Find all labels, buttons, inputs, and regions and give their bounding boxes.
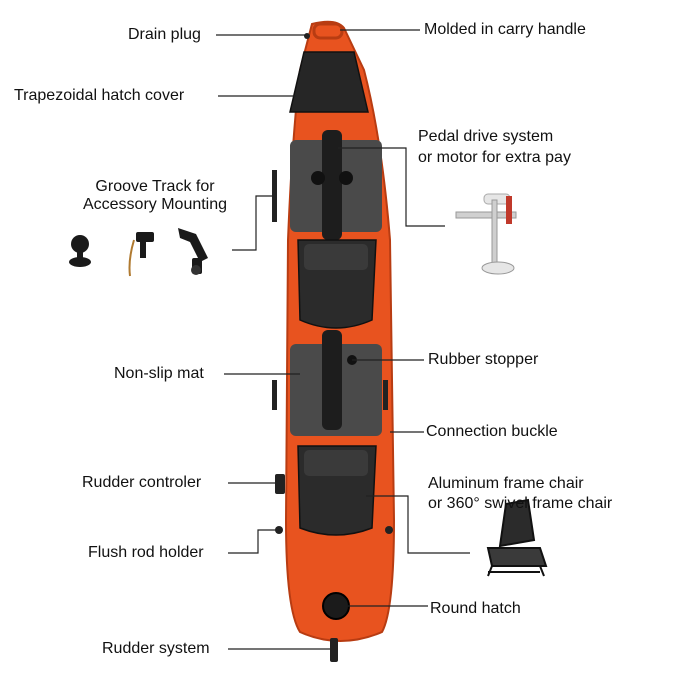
round-hatch: [322, 592, 350, 620]
drain-plug: [304, 33, 310, 39]
trolling-motor-icon: [455, 193, 517, 275]
label-connection-buckle: Connection buckle: [426, 423, 558, 440]
leader-chair: [366, 495, 470, 554]
pedal-right: [339, 171, 353, 185]
rear-pedal-drive: [322, 330, 342, 430]
label-rubber-stopper: Rubber stopper: [428, 351, 539, 368]
kayak-hull: [272, 20, 396, 662]
label-round-hatch: Round hatch: [430, 600, 521, 617]
label-chair-1: Aluminum frame chair: [428, 475, 584, 492]
groove-track-left: [272, 170, 277, 222]
ball-mount-icon: [69, 235, 91, 267]
frame-chair-icon: [486, 498, 548, 577]
flush-rod-holder-left: [275, 526, 283, 534]
trapezoidal-hatch: [289, 51, 369, 113]
carry-handle: [312, 22, 344, 40]
rod-holder-icon: [178, 228, 208, 275]
pedal-drive: [322, 130, 342, 240]
groove-track-right: [383, 380, 388, 410]
rudder-controller: [275, 474, 285, 494]
leader-flush-rod: [228, 529, 276, 554]
hull-body: [284, 20, 396, 642]
label-non-slip-mat: Non-slip mat: [114, 365, 204, 382]
label-carry-handle: Molded in carry handle: [424, 21, 586, 38]
label-flush-rod-holder: Flush rod holder: [88, 544, 204, 561]
label-chair-2: or 360° swivel frame chair: [428, 495, 613, 512]
leader-pedal-drive: [338, 147, 445, 227]
rudder: [330, 638, 338, 662]
groove-track-left-2: [272, 380, 277, 410]
pedal-left: [311, 171, 325, 185]
label-drain-plug: Drain plug: [128, 26, 201, 43]
rod-holder-mount-icon: [128, 232, 154, 277]
label-rudder-controller: Rudder controler: [82, 474, 202, 491]
label-pedal-drive-1: Pedal drive system: [418, 128, 554, 145]
label-groove-track-1: Groove Track for: [95, 178, 215, 195]
rear-seat-back: [304, 450, 368, 476]
label-groove-track-2: Accessory Mounting: [82, 196, 228, 213]
label-hatch-cover: Trapezoidal hatch cover: [14, 87, 185, 104]
label-rudder-system: Rudder system: [102, 640, 210, 657]
front-seat-back: [304, 244, 368, 270]
flush-rod-holder-right: [385, 526, 393, 534]
leader-lines: [216, 29, 470, 650]
leader-groove-track: [232, 195, 272, 251]
label-pedal-drive-2: or motor for extra pay: [418, 149, 571, 166]
